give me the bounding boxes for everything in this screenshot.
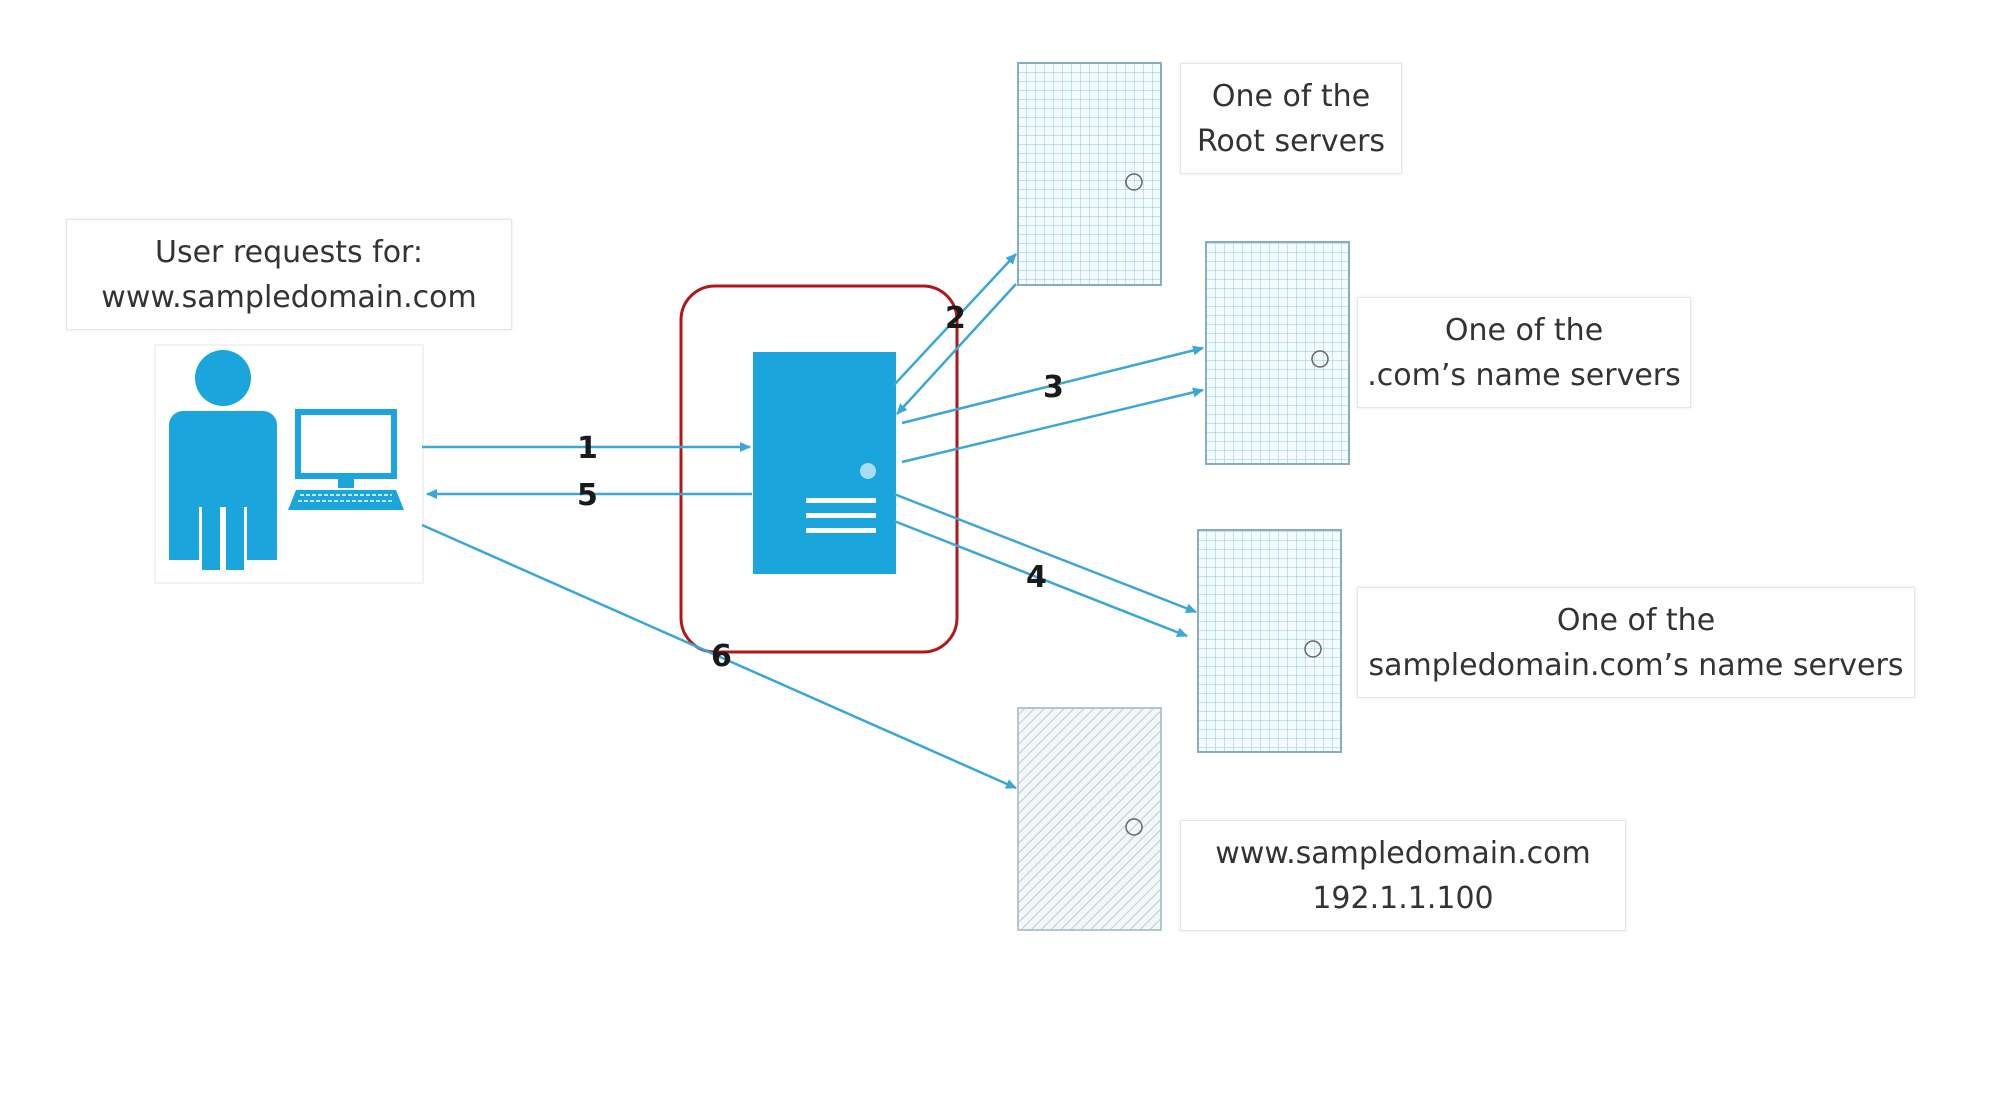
step-label-1: 1: [577, 431, 598, 466]
step-label-5: 5: [577, 478, 598, 513]
step-label-3: 3: [1043, 370, 1064, 405]
arrow-step-4-out: [893, 492, 1197, 614]
user-request-line-2: www.sampledomain.com: [101, 279, 477, 315]
arrow-step-3-back: [901, 387, 1204, 464]
step-label-4: 4: [1026, 560, 1047, 595]
com-servers-label: One of the .com’s name servers: [1357, 297, 1691, 408]
step-label-6: 6: [711, 639, 732, 674]
web-server-line-2: 192.1.1.100: [1312, 880, 1494, 916]
highlight-frame: [679, 284, 959, 654]
arrow-step-2-out: [893, 253, 1017, 386]
step-label-2: 2: [945, 301, 966, 336]
arrow-step-6: [421, 523, 1017, 790]
person-with-computer-icon: [154, 344, 424, 584]
root-servers-line-1: One of the: [1211, 78, 1371, 114]
user-request-line-1: User requests for:: [155, 234, 423, 270]
server-tower-icon: [753, 352, 896, 574]
arrow-step-4-back: [893, 519, 1188, 638]
person-icon: [169, 350, 277, 570]
sampledomain-servers-line-2: sampledomain.com’s name servers: [1368, 647, 1904, 683]
sampledomain-server-icon: [1197, 529, 1342, 753]
web-server-line-1: www.sampledomain.com: [1215, 835, 1591, 871]
computer-icon: [288, 409, 404, 510]
com-servers-line-1: One of the: [1444, 312, 1604, 348]
root-servers-line-2: Root servers: [1196, 123, 1386, 159]
com-servers-line-2: .com’s name servers: [1367, 357, 1681, 393]
sampledomain-servers-line-1: One of the: [1556, 602, 1716, 638]
hatched-server-icon: [1017, 707, 1162, 931]
web-server-label: www.sampledomain.com 192.1.1.100: [1180, 820, 1626, 931]
user-request-label: User requests for: www.sampledomain.com: [66, 219, 512, 330]
com-server-icon: [1205, 241, 1350, 465]
arrow-step-2-back: [896, 283, 1017, 415]
root-servers-label: One of the Root servers: [1180, 63, 1402, 174]
arrow-step-3-out: [901, 345, 1204, 425]
arrows: [421, 253, 1204, 790]
sampledomain-servers-label: One of the sampledomain.com’s name serve…: [1357, 587, 1915, 698]
root-server-icon: [1017, 62, 1162, 286]
